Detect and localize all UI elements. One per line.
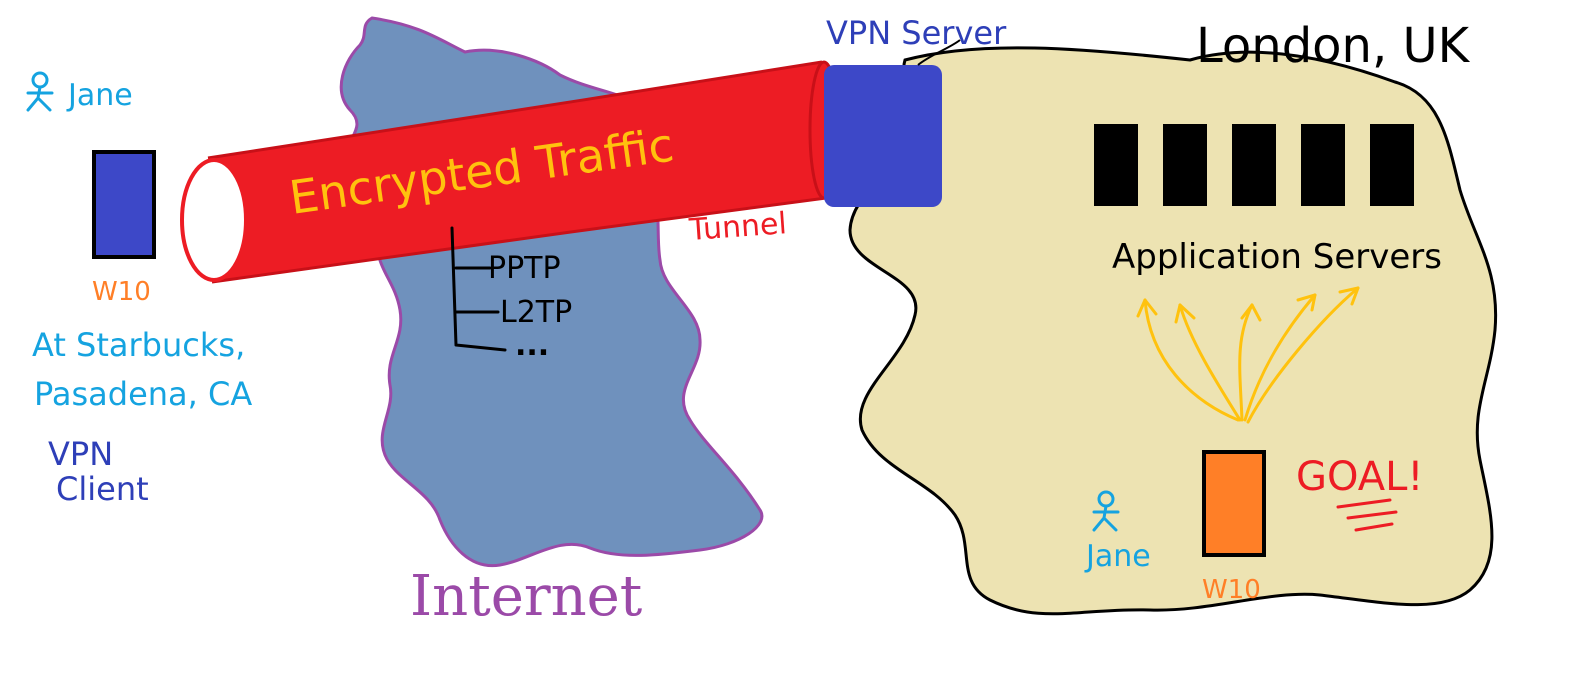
vpn-server-label: VPN Server — [826, 14, 1007, 52]
goal-underline — [1336, 498, 1398, 532]
protocol-l2tp: L2TP — [500, 295, 572, 330]
application-servers — [1094, 124, 1414, 206]
jane-right-label: Jane — [1084, 539, 1151, 574]
application-server-2 — [1163, 124, 1207, 206]
application-server-1 — [1094, 124, 1138, 206]
protocol-tree — [450, 226, 507, 352]
stick-figure-icon — [1092, 490, 1120, 532]
stick-figure-icon — [26, 71, 54, 112]
application-server-4 — [1301, 124, 1345, 206]
location-right-label: London, UK — [1196, 18, 1471, 74]
target-device-w10 — [1202, 450, 1266, 557]
client-device-w10 — [92, 150, 156, 259]
goal-label: GOAL! — [1296, 454, 1423, 500]
vpn-client-line1: VPN — [48, 435, 113, 473]
vpn-client-line2: Client — [56, 470, 149, 508]
vpn-tunnel — [212, 62, 826, 282]
tunnel-label: Tunnel — [687, 206, 788, 248]
location-left-line2: Pasadena, CA — [34, 375, 252, 413]
application-servers-label: Application Servers — [1112, 237, 1442, 277]
tunnel-opening — [180, 158, 248, 282]
vpn-server-box — [824, 65, 942, 207]
access-arrows — [1136, 286, 1360, 424]
target-w10-label: W10 — [1202, 575, 1261, 605]
tunnel-bottom-edge — [211, 196, 827, 284]
application-server-5 — [1370, 124, 1414, 206]
application-server-3 — [1232, 124, 1276, 206]
internet-label: Internet — [410, 564, 643, 629]
protocol-pptp: PPTP — [488, 251, 561, 286]
tunnel-top-edge — [207, 60, 823, 160]
location-left-line1: At Starbucks, — [32, 326, 245, 364]
jane-left-label: Jane — [66, 78, 133, 113]
vpn-server-pointer — [917, 39, 961, 66]
client-w10-label: W10 — [92, 277, 151, 307]
protocol-more: ... — [515, 328, 549, 363]
